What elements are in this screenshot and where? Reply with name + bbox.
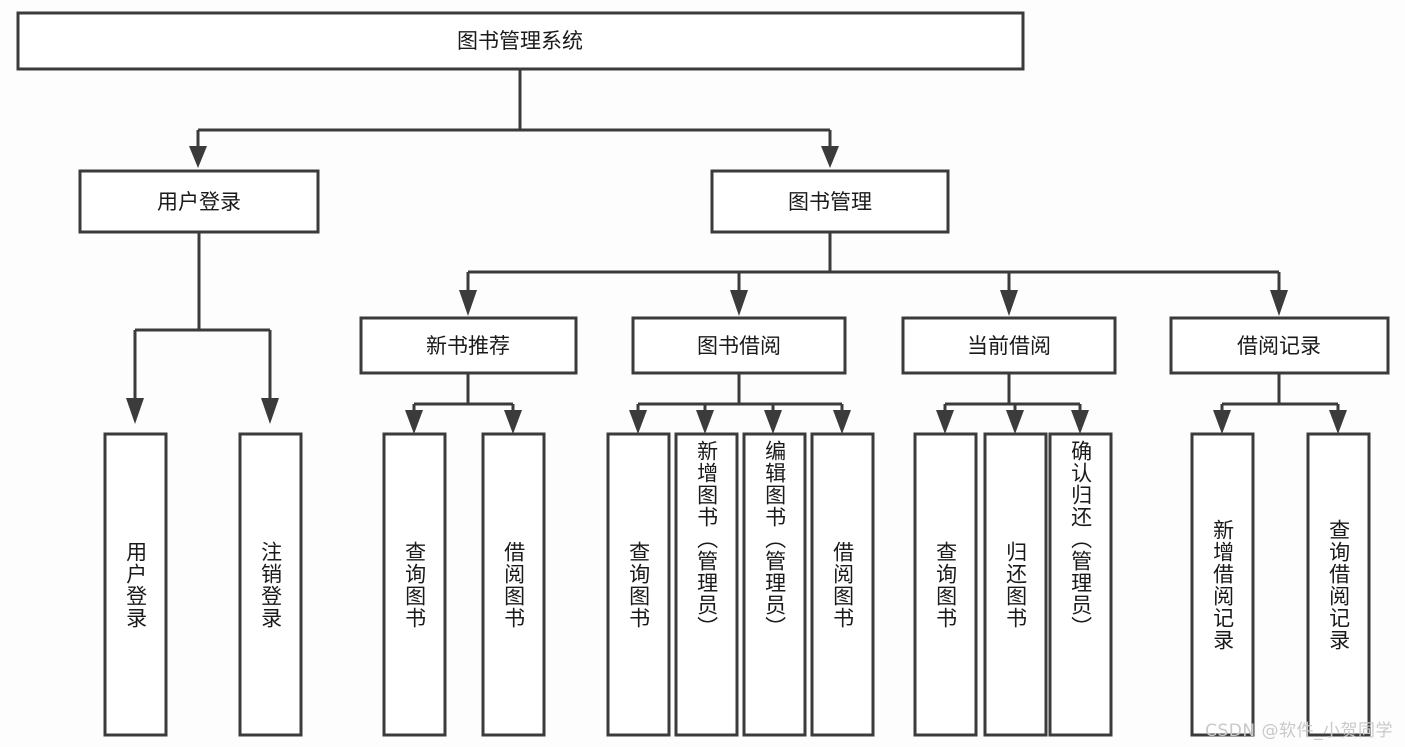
node-borrow-record-label: 借阅记录 [1237,334,1321,358]
csdn-watermark: CSDN @软件_小贺同学 [1205,721,1393,741]
node-book-borrow-label: 图书借阅 [697,334,781,358]
leaf-box-user-login-0[interactable] [103,432,168,737]
node-book-borrow[interactable]: 图书借阅 [631,316,847,375]
leaf-box-book-borrow-3[interactable] [810,432,875,737]
node-book-management[interactable]: 图书管理 [710,169,950,234]
node-root[interactable]: 图书管理系统 [16,11,1025,71]
arrow-head-icon [189,146,207,168]
node-user-login[interactable]: 用户登录 [78,169,320,234]
leaf-box-book-borrow-2[interactable] [742,432,807,737]
leaf-box-borrow-record-1[interactable] [1306,432,1371,737]
node-current-borrow[interactable]: 当前借阅 [901,316,1117,375]
arrow-head-icon [1213,410,1231,434]
node-root-box[interactable] [16,11,1025,71]
arrow-head-icon [936,410,954,434]
arrow-head-icon [1000,290,1018,316]
arrow-head-icon [629,410,647,434]
arrow-head-icon [730,290,748,316]
node-root-label: 图书管理系统 [457,29,583,53]
connector-book-borrow-to-leaves [629,373,851,434]
leaf-box-user-login-1[interactable] [238,432,303,737]
node-book-management-label: 图书管理 [788,190,872,214]
node-borrow-record[interactable]: 借阅记录 [1169,316,1390,375]
connector-book-management-to-level3 [459,232,1288,316]
connector-user-login-to-leaves [126,232,279,424]
arrow-head-icon [1006,410,1024,434]
arrow-head-icon [1329,410,1347,434]
connector-borrow-record-to-leaves [1213,373,1347,434]
leaf-box-book-borrow-1[interactable] [674,432,739,737]
node-new-book-recommend-label: 新书推荐 [426,334,510,358]
leaf-box-current-borrow-0[interactable] [913,432,978,737]
arrow-head-icon [1071,410,1089,434]
arrow-head-icon [1270,290,1288,316]
leaf-box-borrow-record-0[interactable] [1190,432,1255,737]
arrow-head-icon [764,410,782,434]
leaf-box-current-borrow-1[interactable] [983,432,1048,737]
node-current-borrow-label: 当前借阅 [967,334,1051,358]
arrow-head-icon [833,410,851,434]
arrow-head-icon [696,410,714,434]
node-user-login-box[interactable] [78,169,320,234]
arrow-head-icon [261,398,279,424]
leaf-box-book-borrow-0[interactable] [606,432,671,737]
arrow-head-icon [504,410,522,434]
arrow-head-icon [821,146,839,168]
connector-root-to-level2 [189,69,839,168]
node-current-borrow-box[interactable] [901,316,1117,375]
node-new-book-recommend[interactable]: 新书推荐 [359,316,578,375]
arrow-head-icon [459,290,477,316]
connector-current-borrow-to-leaves [936,373,1089,434]
leaf-box-current-borrow-2[interactable] [1048,432,1113,737]
node-user-login-label: 用户登录 [157,190,241,214]
connector-new-book-recommend-to-leaves [405,373,522,434]
leaf-box-new-book-recommend-0[interactable] [382,432,447,737]
leaf-box-new-book-recommend-1[interactable] [481,432,546,737]
arrow-head-icon [126,398,144,424]
node-new-book-recommend-box[interactable] [359,316,578,375]
arrow-head-icon [405,410,423,434]
